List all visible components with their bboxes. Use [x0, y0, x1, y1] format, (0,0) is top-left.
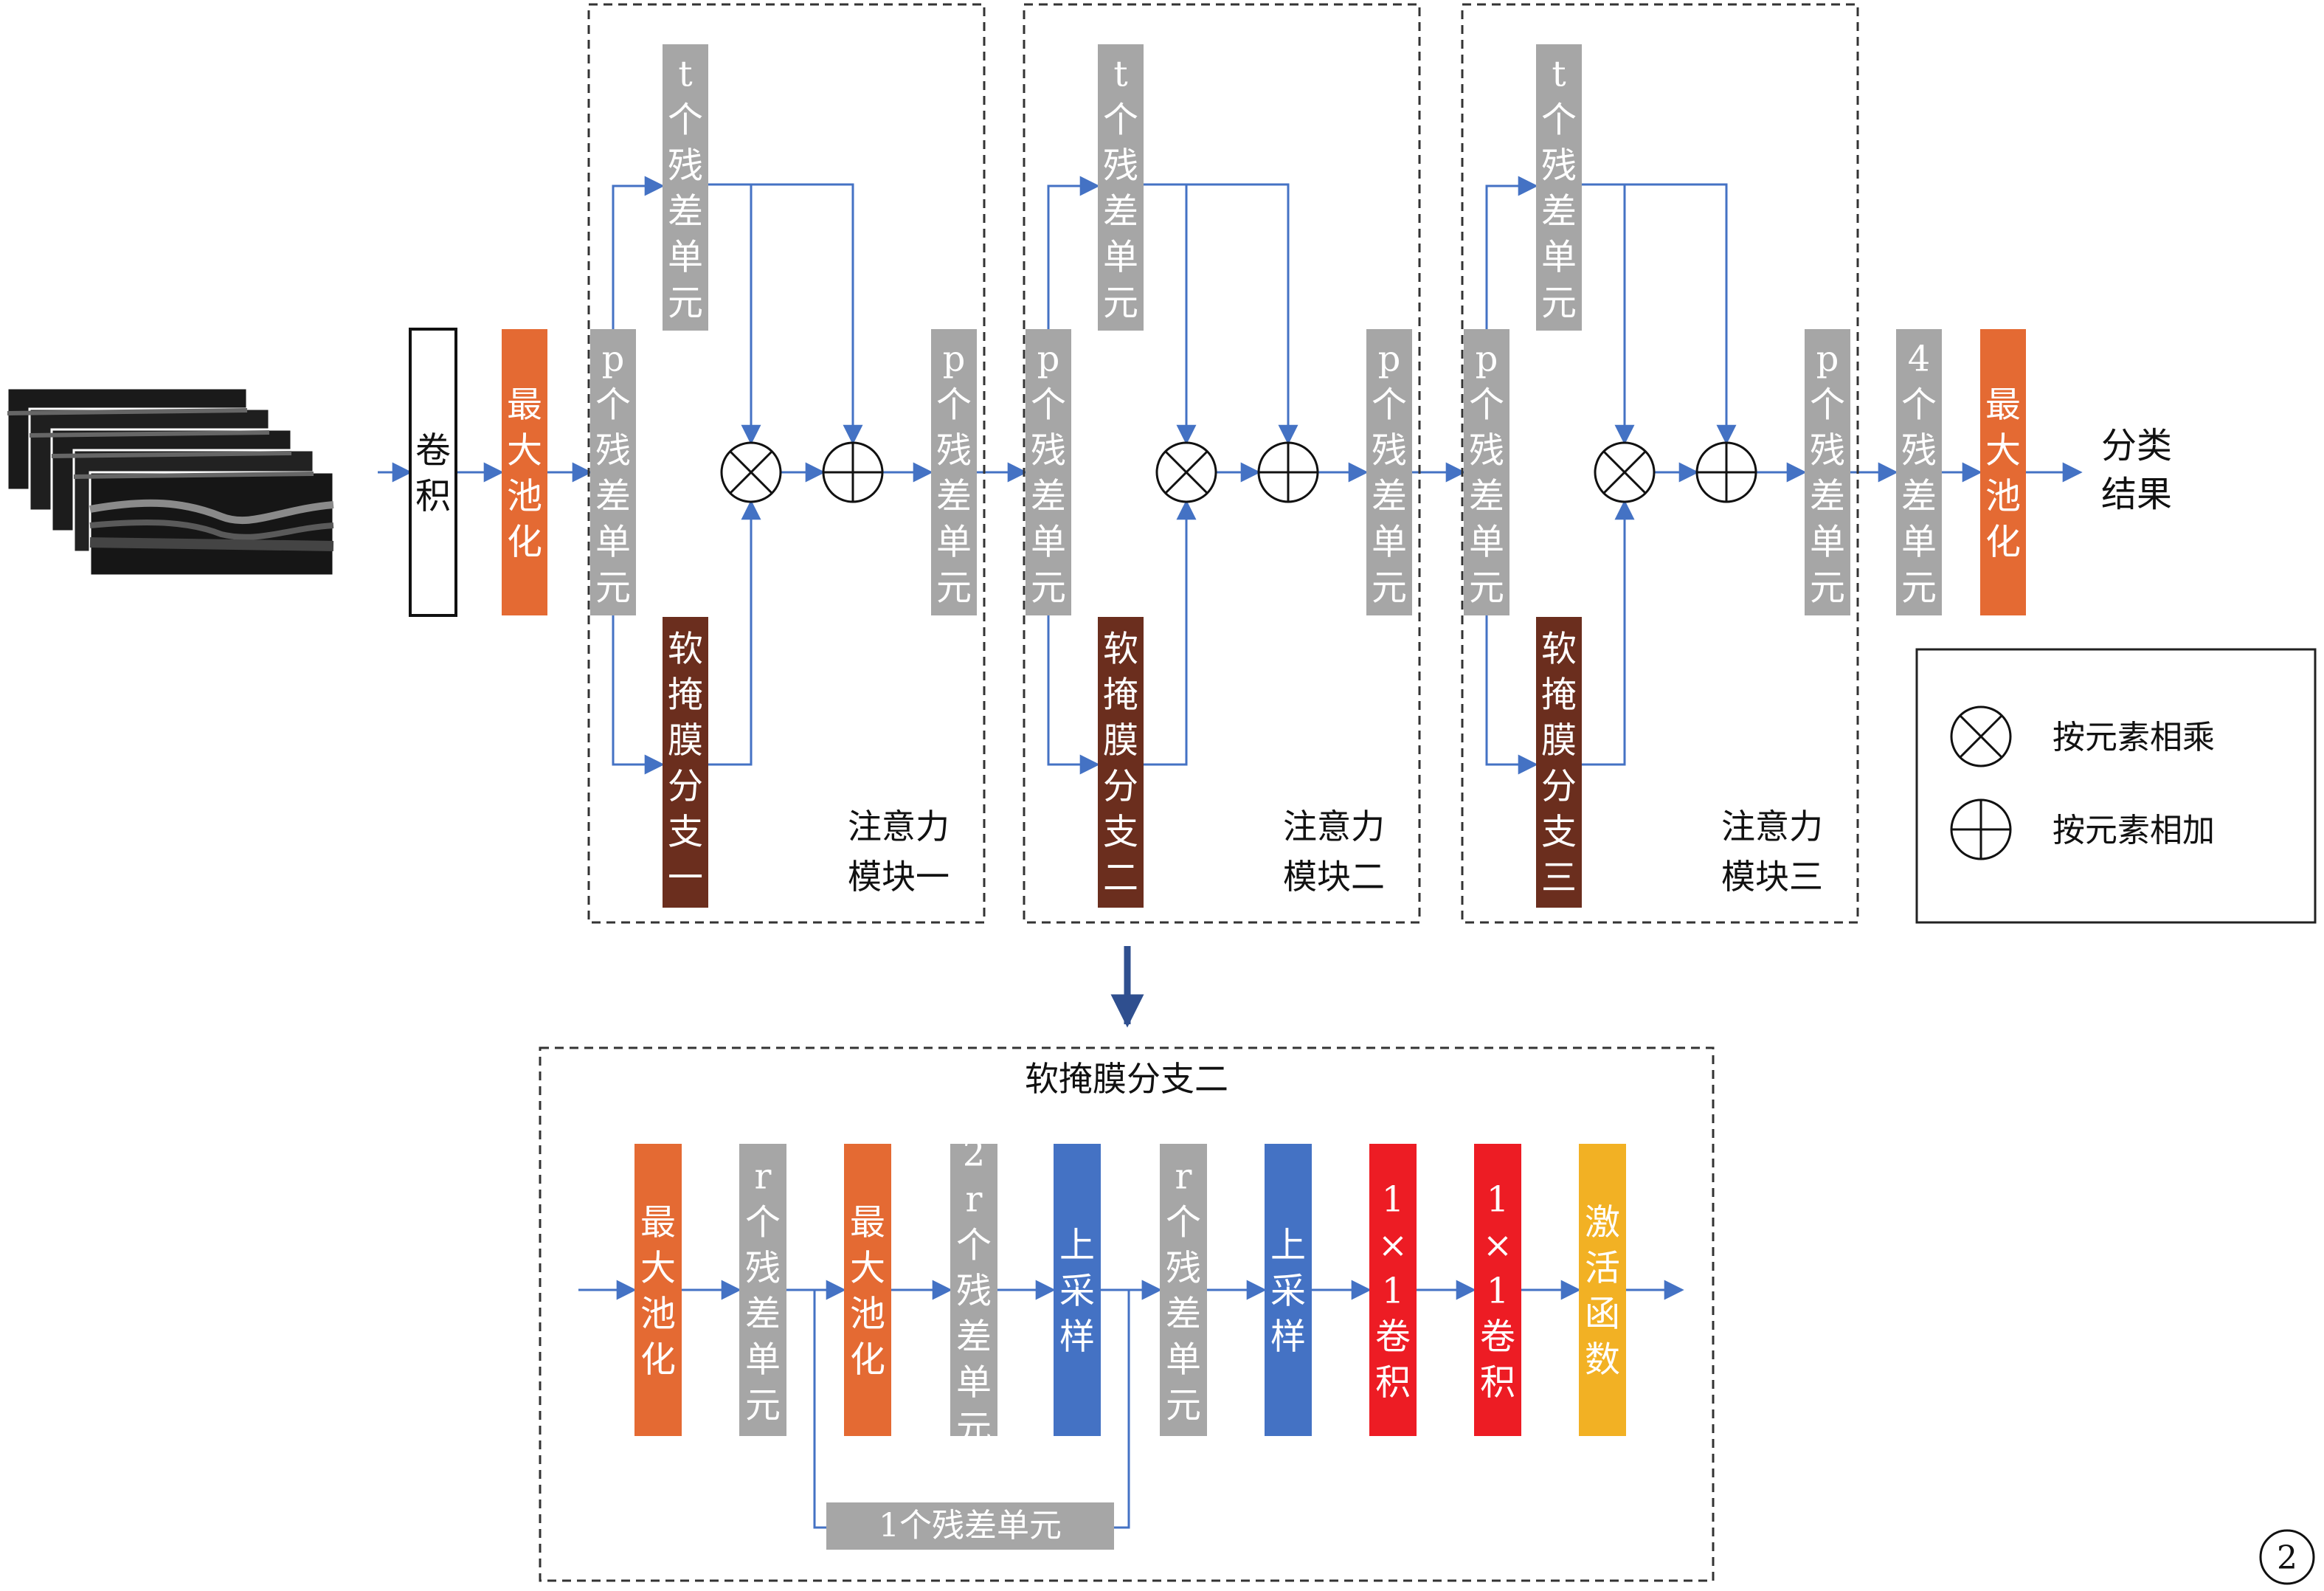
maxpool-block: 最大池化: [502, 329, 547, 615]
module-label-three-line1: 注意力: [1721, 807, 1823, 846]
detail-block-1-label: 最大池化: [640, 1201, 676, 1380]
multiply-op-three: [1594, 441, 1656, 503]
add-op-two: [1257, 441, 1319, 503]
detail-block-10-label: 激活函数: [1585, 1201, 1620, 1380]
module-label-two-line1: 注意力: [1283, 807, 1385, 846]
legend-add-label: 按元素相加: [2052, 812, 2215, 849]
module-label-three-line2: 模块三: [1721, 857, 1823, 897]
module-boxes: [587, 3, 1859, 924]
final-maxpool-block: 最大池化: [1980, 329, 2026, 615]
mask-block-one: 软掩膜分支一: [663, 617, 708, 908]
mask-block-two: 软掩膜分支二: [1098, 617, 1144, 908]
detail-title: 软掩膜分支二: [1025, 1059, 1228, 1099]
attention-module-two: [1023, 3, 1421, 924]
figure-number: 2: [2259, 1529, 2315, 1585]
skip-block: 1个残差单元: [826, 1502, 1114, 1550]
detail-block-3-label: 最大池化: [850, 1201, 885, 1380]
detail-block-5-label: 上采样: [1059, 1224, 1095, 1357]
maxpool-block-label: 最大池化: [507, 384, 542, 562]
detail-box: [539, 1046, 1715, 1582]
add-op-three: [1695, 441, 1757, 503]
conv-block: 卷积: [409, 328, 457, 617]
output-label-line1: 分类: [2101, 425, 2172, 466]
detail-block-1: 最大池化: [634, 1144, 682, 1436]
add-op-one: [822, 441, 884, 503]
multiply-op-two: [1155, 441, 1217, 503]
attention-module-one: [587, 3, 986, 924]
mask-block-one-label: 软掩膜分支一: [668, 628, 703, 898]
add-icon: [1950, 798, 2012, 860]
detail-block-10: 激活函数: [1579, 1144, 1626, 1436]
detail-block-7: 上采样: [1265, 1144, 1312, 1436]
module-label-two-line2: 模块二: [1283, 857, 1385, 897]
detail-block-5: 上采样: [1054, 1144, 1101, 1436]
connectors: [378, 176, 2083, 1529]
conv-block-label: 卷积: [415, 429, 451, 517]
skip-label: 1个残差单元: [879, 1507, 1062, 1545]
detail-block-3: 最大池化: [844, 1144, 891, 1436]
detail-block-7-label: 上采样: [1270, 1224, 1306, 1357]
multiply-op-one: [720, 441, 782, 503]
attention-module-three: [1461, 3, 1859, 924]
module-label-one-line1: 注意力: [848, 807, 950, 846]
mask-block-two-label: 软掩膜分支二: [1103, 628, 1138, 898]
legend-multiply-label: 按元素相乘: [2052, 719, 2215, 756]
multiply-icon: [1950, 705, 2012, 767]
operators: [720, 441, 1757, 503]
module-label-one-line2: 模块一: [848, 857, 950, 897]
output-label-line2: 结果: [2101, 474, 2172, 515]
mask-block-three-label: 软掩膜分支三: [1541, 628, 1577, 898]
oct-image-stack: [6, 387, 335, 577]
mask-block-three: 软掩膜分支三: [1536, 617, 1582, 908]
figure-number-label: 2: [2277, 1539, 2297, 1577]
final-maxpool-block-label: 最大池化: [1985, 384, 2021, 562]
legend-box: 按元素相乘 按元素相加: [1915, 648, 2317, 924]
